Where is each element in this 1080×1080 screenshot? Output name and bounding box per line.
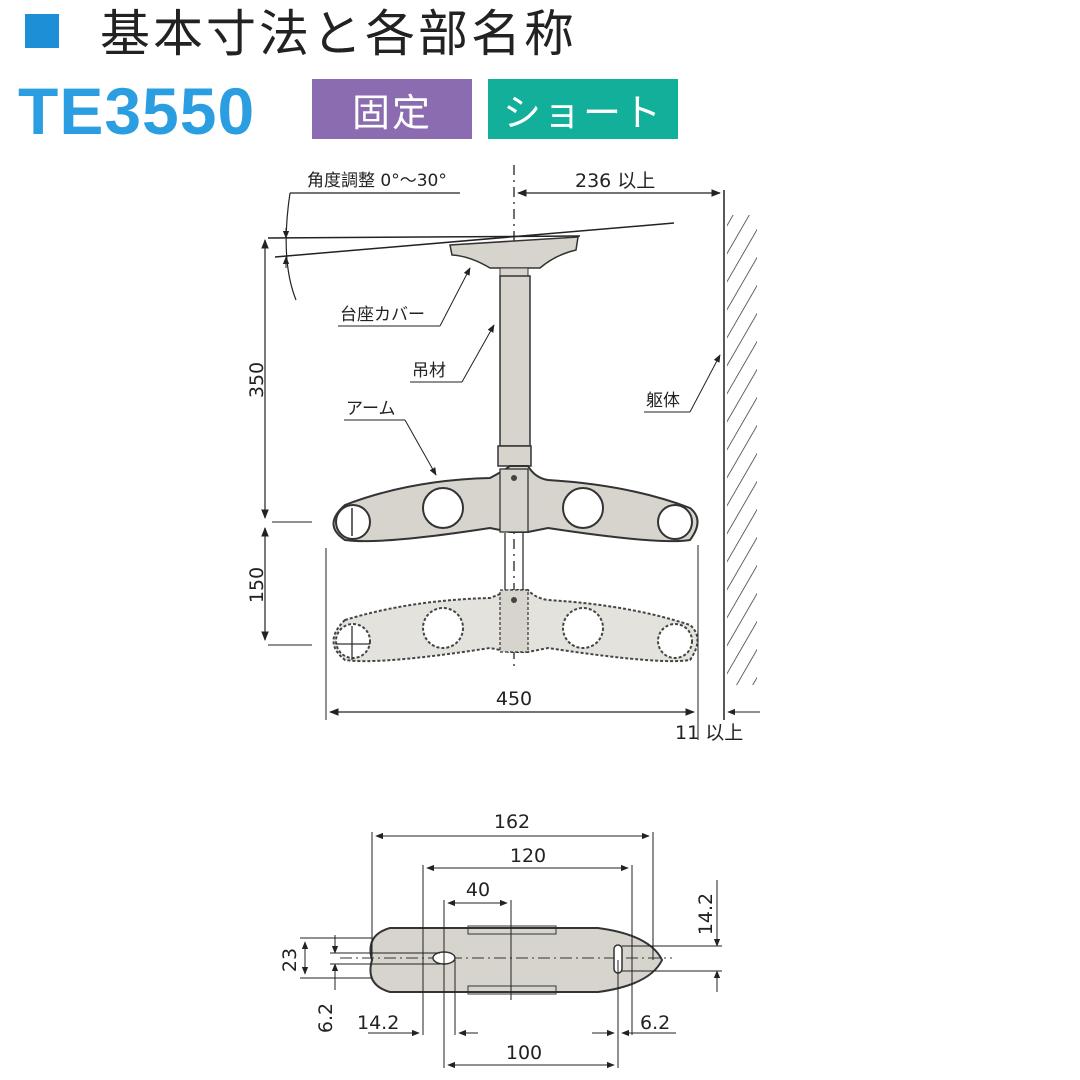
badge-short: ショート bbox=[488, 79, 678, 139]
wall-clearance-dim: 11 以上 bbox=[675, 722, 743, 744]
label-structure: 躯体 bbox=[646, 391, 680, 411]
slot-width-right-dim: 6.2 bbox=[640, 1012, 670, 1034]
heading-marker-square bbox=[25, 14, 59, 48]
label-hanger: 吊材 bbox=[412, 361, 446, 381]
base-plate-shape bbox=[369, 927, 664, 993]
span-120-dim: 120 bbox=[510, 845, 546, 867]
base-cover-shape bbox=[449, 236, 579, 269]
offset-40-dim: 40 bbox=[466, 879, 490, 901]
slot-height-left-dim: 6.2 bbox=[315, 1003, 337, 1033]
height-23-dim: 23 bbox=[279, 948, 301, 972]
slot-height-right-dim: 14.2 bbox=[695, 893, 717, 935]
slot-width-left-dim: 14.2 bbox=[357, 1012, 399, 1034]
side-view: 角度調整 0°〜30° 236 以上 bbox=[246, 165, 760, 744]
model-number: TE3550 bbox=[18, 74, 256, 148]
hanger-pole bbox=[499, 275, 531, 447]
span-100-dim: 100 bbox=[506, 1042, 542, 1064]
wall-distance-dim: 236 以上 bbox=[575, 170, 655, 192]
height-350-dim: 350 bbox=[246, 362, 268, 398]
label-arm: アーム bbox=[346, 399, 395, 419]
overall-162-dim: 162 bbox=[494, 811, 530, 833]
badge-fixed: 固定 bbox=[312, 79, 472, 139]
wall-hatch bbox=[727, 215, 757, 685]
label-base-cover: 台座カバー bbox=[340, 305, 425, 325]
page-title: 基本寸法と各部名称 bbox=[100, 5, 577, 63]
height-150-dim: 150 bbox=[246, 567, 268, 603]
angle-adjust-label: 角度調整 0°〜30° bbox=[307, 171, 447, 191]
width-450-dim: 450 bbox=[496, 688, 532, 710]
plan-view: 162 120 40 100 14.2 6.2 23 6.2 14.2 bbox=[279, 811, 722, 1069]
